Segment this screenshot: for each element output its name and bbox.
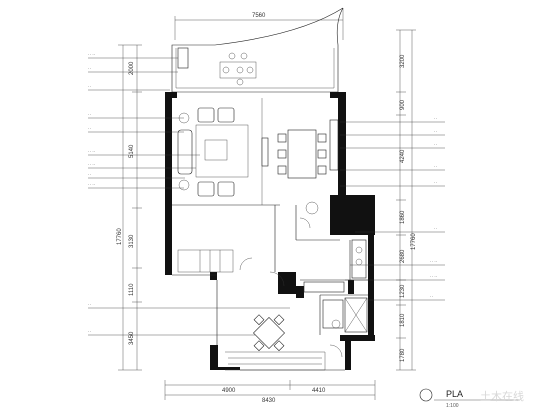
left-dimension: 2000 5140 3130 1110 3450 17760: [117, 44, 142, 371]
dim-bottom-overall: 8430: [262, 398, 276, 404]
svg-text:·· ··: ·· ··: [88, 149, 95, 154]
dim-right-overall: 17760: [411, 233, 417, 250]
dim-right-mid3: 1860: [400, 210, 406, 224]
svg-text:··: ··: [434, 116, 437, 121]
dim-left-lower: 3450: [129, 331, 135, 345]
svg-text:·· ··: ·· ··: [88, 52, 95, 57]
sofa: [177, 129, 193, 175]
dim-right-mid1: 900: [400, 99, 406, 110]
dim-left-overall: 17760: [117, 228, 123, 245]
dim-left-mid3: 1110: [129, 283, 135, 296]
dim-right-mid2: 4240: [400, 149, 406, 163]
tv-cabinet: [261, 137, 269, 167]
dining-area: [277, 119, 339, 229]
svg-text:··: ··: [434, 180, 437, 185]
svg-text:··: ··: [434, 226, 437, 231]
right-dimension: 3200 900 4240 1860 2680 1230 1810 1780 1…: [396, 29, 417, 371]
dim-top-overall: 7560: [252, 13, 266, 19]
dim-bottom-left: 4900: [222, 388, 236, 394]
dim-right-mid6: 1810: [400, 313, 406, 327]
svg-text:··: ··: [434, 129, 437, 134]
svg-text:·· ··: ·· ··: [88, 162, 95, 167]
svg-text:··: ··: [434, 164, 437, 169]
balcony-cabinet: [177, 47, 189, 69]
title-main: PLA: [446, 389, 463, 399]
svg-text:··: ··: [88, 329, 91, 334]
dining-table: [287, 129, 317, 179]
dim-left-upper: 2000: [129, 61, 135, 75]
title-scale: 1:100: [446, 403, 459, 409]
bedroom: [177, 249, 285, 287]
kitchen: [303, 239, 368, 333]
drawing-title: PLA 1:100: [419, 388, 520, 409]
coffee-table: [204, 139, 228, 161]
walls: [165, 92, 375, 370]
svg-text:·· ··: ·· ··: [430, 274, 437, 279]
dim-right-lower: 1780: [400, 348, 406, 362]
dim-right-mid4: 2680: [400, 249, 406, 263]
top-dimension: 7560: [174, 8, 344, 40]
dim-left-mid1: 5140: [129, 144, 135, 158]
dim-right-upper: 3200: [400, 54, 406, 68]
svg-text:··: ··: [434, 142, 437, 147]
svg-text:·· ··: ·· ··: [88, 182, 95, 187]
leader-lines-left: ·· ·· ·· ·· ·· ·· ·· ·· ·· ·· ·· ·· ·· ·…: [88, 52, 290, 336]
svg-text:··: ··: [88, 112, 91, 117]
svg-text:··: ··: [88, 126, 91, 131]
terrace: [225, 314, 343, 371]
dim-right-mid5: 1230: [400, 284, 406, 298]
svg-text:··: ··: [88, 172, 91, 177]
living-room: [177, 107, 269, 197]
watermark: 土木在线: [480, 389, 524, 403]
dim-bottom-right: 4410: [312, 388, 326, 394]
rug: [195, 124, 249, 178]
dim-left-mid2: 3130: [129, 234, 135, 248]
leader-lines-right: ·· ·· ·· ·· ·· ·· ·· ·· ·· ·· ··: [340, 116, 445, 301]
svg-text:··: ··: [430, 294, 433, 299]
svg-text:··: ··: [88, 66, 91, 71]
svg-text:··: ··: [88, 302, 91, 307]
svg-text:··: ··: [88, 84, 91, 89]
square-table: [253, 317, 285, 349]
bottom-dimension: 4900 4410 8430: [164, 380, 376, 404]
svg-text:·· ··: ·· ··: [430, 259, 437, 264]
bathtub: [322, 299, 344, 329]
balcony: [171, 7, 344, 93]
